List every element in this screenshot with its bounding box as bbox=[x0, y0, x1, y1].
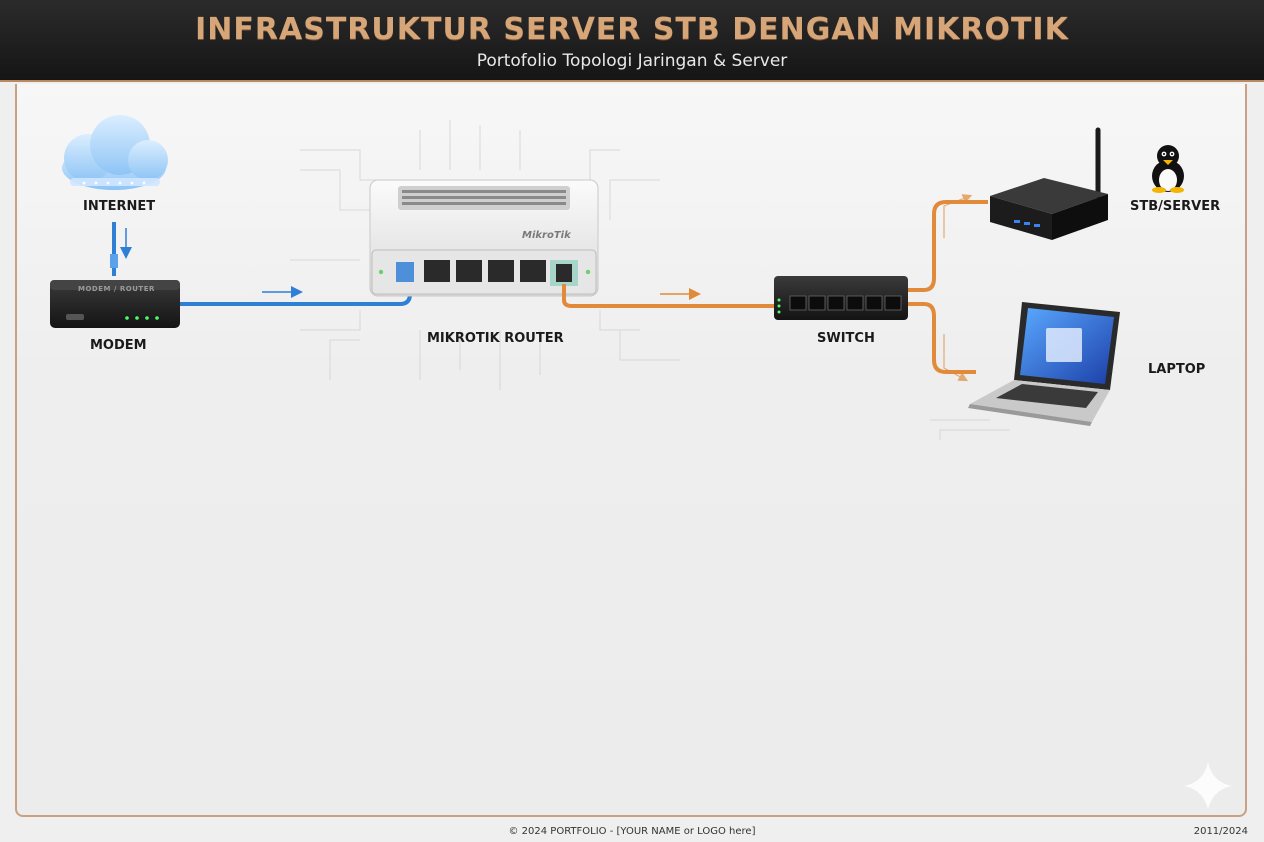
modem-device-label: MODEM / ROUTER bbox=[78, 285, 155, 293]
switch-label: SWITCH bbox=[817, 331, 875, 346]
modem-device bbox=[50, 280, 180, 328]
internet-label: INTERNET bbox=[83, 199, 156, 214]
modem-label: MODEM bbox=[90, 338, 147, 353]
router-switch-cable bbox=[562, 284, 776, 308]
mikrotik-router-device bbox=[369, 179, 599, 297]
stb-server-device bbox=[990, 127, 1108, 240]
header: INFRASTRUKTUR SERVER STB DENGAN MIKROTIK… bbox=[0, 0, 1264, 82]
switch-stb-cable bbox=[908, 200, 988, 292]
page-subtitle: Portofolio Topologi Jaringan & Server bbox=[476, 51, 788, 71]
footer-copyright: © 2024 PORTFOLIO - [YOUR NAME or LOGO he… bbox=[508, 826, 756, 837]
laptop-label: LAPTOP bbox=[1148, 362, 1206, 377]
internet-cloud-icon bbox=[62, 115, 168, 190]
sparkle-watermark-icon bbox=[1184, 762, 1232, 810]
page-title: INFRASTRUKTUR SERVER STB DENGAN MIKROTIK bbox=[195, 12, 1069, 47]
mikrotik-router-label: MIKROTIK ROUTER bbox=[427, 331, 564, 346]
circuit-background bbox=[290, 120, 1010, 440]
internet-uplink-cable bbox=[110, 222, 132, 276]
mikrotik-brand-label: MikroTik bbox=[522, 230, 571, 241]
laptop-device bbox=[968, 302, 1120, 426]
switch-device bbox=[774, 276, 908, 320]
flow-arrow-laptop bbox=[943, 334, 969, 382]
flow-arrow-stb bbox=[943, 194, 973, 238]
linux-tux-icon bbox=[1152, 145, 1184, 193]
switch-laptop-cable bbox=[908, 302, 976, 374]
stb-server-label: STB/SERVER bbox=[1130, 199, 1221, 214]
footer-date: 2011/2024 bbox=[1193, 826, 1248, 837]
